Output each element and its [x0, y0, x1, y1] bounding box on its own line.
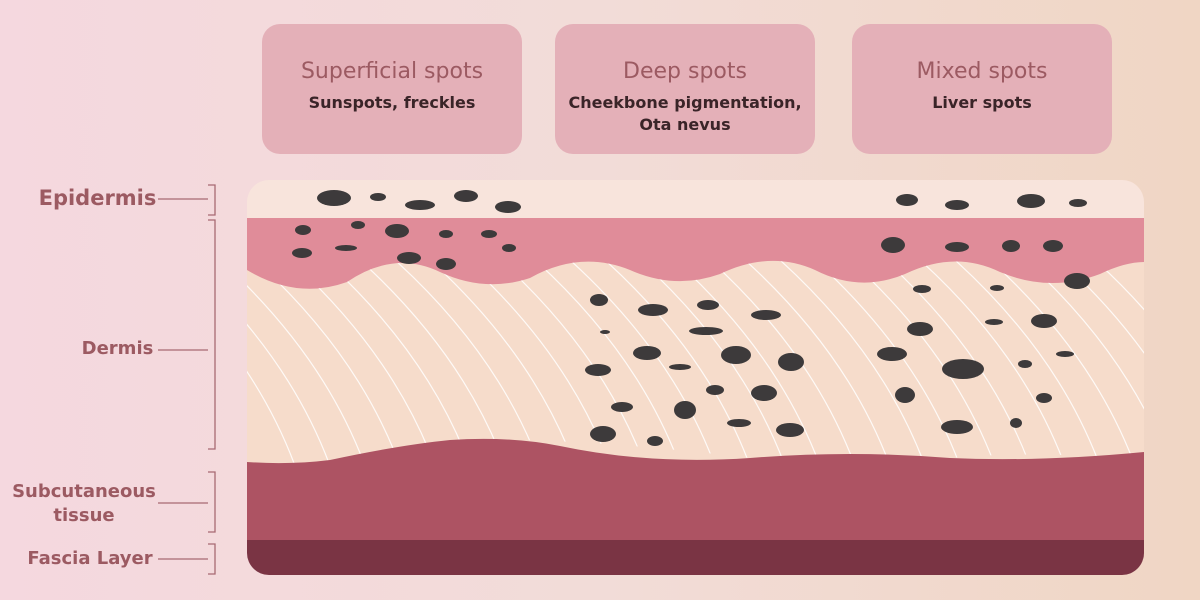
card-examples-line: Cheekbone pigmentation,	[568, 93, 802, 112]
pigment-spot	[611, 402, 633, 412]
label-leaders	[158, 184, 216, 575]
pigment-spot	[436, 258, 456, 270]
pigment-spot	[945, 200, 969, 210]
pigment-spot	[669, 364, 691, 370]
pigment-spot	[295, 225, 311, 235]
label-dermis: Dermis	[81, 338, 154, 359]
label-subcutaneous-line: tissue	[53, 505, 115, 526]
pigment-spots	[292, 190, 1090, 446]
card-mixed-spots: Mixed spots Liver spots	[852, 24, 1112, 154]
pigment-spot	[370, 193, 386, 201]
pigment-spot	[1017, 194, 1045, 208]
pigment-spot	[706, 385, 724, 395]
pigment-spot	[495, 201, 521, 213]
pigment-spot	[1043, 240, 1063, 252]
card-title: Superficial spots	[300, 59, 484, 84]
subcutaneous-layer	[247, 438, 1144, 545]
card-superficial-spots: Superficial spots Sunspots, freckles	[262, 24, 522, 154]
pigment-spot	[913, 285, 931, 293]
dermis-layer	[247, 260, 1144, 470]
pigment-spot	[590, 294, 608, 306]
label-subcutaneous-tissue: Subcutaneous tissue	[10, 480, 158, 528]
pigment-spot	[351, 221, 365, 229]
card-examples: Sunspots, freckles	[308, 93, 476, 112]
card-deep-spots: Deep spots Cheekbone pigmentation, Ota n…	[555, 24, 815, 154]
pigment-spot	[689, 327, 723, 335]
pigment-spot	[941, 420, 973, 434]
pigment-spot	[751, 385, 777, 401]
pigment-spot	[881, 237, 905, 253]
pigment-spot	[776, 423, 804, 437]
pigment-spot	[990, 285, 1004, 291]
pigment-spot	[292, 248, 312, 258]
pigment-spot	[439, 230, 453, 238]
pigment-spot	[454, 190, 478, 202]
pigment-spot	[895, 387, 915, 403]
fascia-layer	[247, 540, 1144, 575]
pigment-spot	[585, 364, 611, 376]
pigment-spot	[1056, 351, 1074, 357]
card-title: Mixed spots	[916, 59, 1048, 84]
pigment-spot	[1010, 418, 1022, 428]
pigment-spot	[385, 224, 409, 238]
card-examples-line: Ota nevus	[639, 115, 731, 134]
pigment-spot	[317, 190, 351, 206]
pigment-spot	[335, 245, 357, 251]
pigment-spot	[674, 401, 696, 419]
pigment-spot	[397, 252, 421, 264]
card-examples: Liver spots	[932, 93, 1032, 112]
label-subcutaneous-line: Subcutaneous	[12, 481, 156, 502]
pigment-spot	[907, 322, 933, 336]
pigment-spot	[751, 310, 781, 320]
pigment-spot	[721, 346, 751, 364]
pigment-spot	[1002, 240, 1020, 252]
pigment-spot	[590, 426, 616, 442]
pigment-spot	[481, 230, 497, 238]
pigment-spot	[877, 347, 907, 361]
pigment-spot	[633, 346, 661, 360]
pigment-spot	[638, 304, 668, 316]
pigment-spot	[945, 242, 969, 252]
pigment-spot	[647, 436, 663, 446]
pigment-spot	[1036, 393, 1052, 403]
pigment-spot	[942, 359, 984, 379]
pigment-spot	[697, 300, 719, 310]
pigment-spot	[1031, 314, 1057, 328]
epidermis-layer	[247, 180, 1144, 220]
pigment-spot	[502, 244, 516, 252]
pigment-spot	[985, 319, 1003, 325]
card-title: Deep spots	[623, 59, 747, 84]
pigment-spot	[405, 200, 435, 210]
card-examples: Cheekbone pigmentation, Ota nevus	[555, 92, 815, 136]
pigment-spot	[778, 353, 804, 371]
pigment-spot	[1069, 199, 1087, 207]
label-epidermis: Epidermis	[38, 186, 157, 210]
pigment-spot	[1064, 273, 1090, 289]
pigment-spot	[896, 194, 918, 206]
pigment-spot	[727, 419, 751, 427]
label-fascia-layer: Fascia Layer	[27, 548, 153, 569]
pigment-spot	[600, 330, 610, 334]
pigment-spot	[1018, 360, 1032, 368]
